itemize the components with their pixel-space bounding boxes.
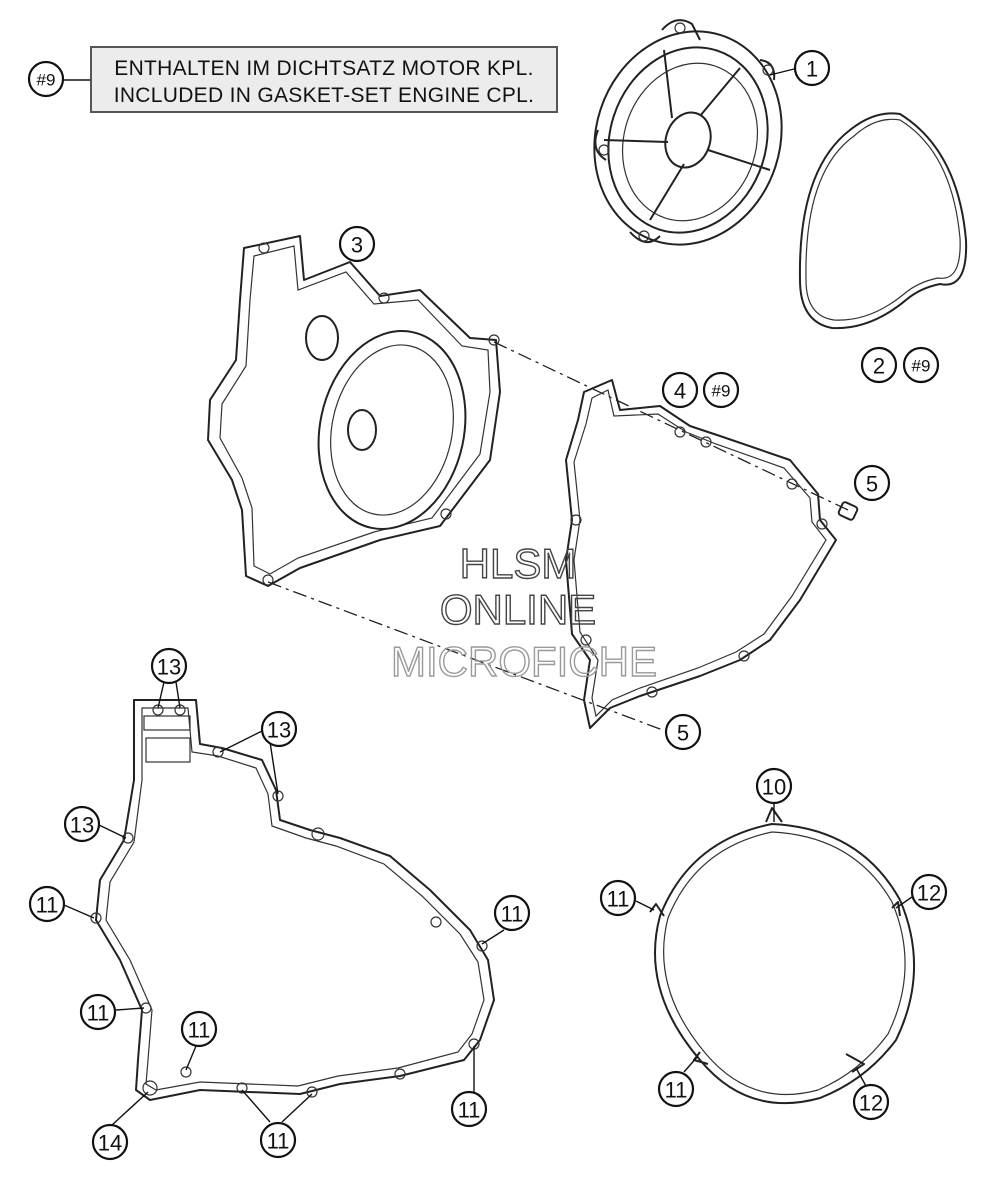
callout-2-ref[interactable]: #9 bbox=[902, 346, 940, 384]
watermark-line1: HLSM bbox=[460, 540, 577, 587]
svg-text:#9: #9 bbox=[912, 357, 931, 376]
svg-text:3: 3 bbox=[351, 233, 363, 258]
callout-5-lower[interactable]: 5 bbox=[664, 713, 702, 751]
svg-text:11: 11 bbox=[87, 1001, 110, 1026]
part-ignition-gasket bbox=[90, 699, 495, 1101]
svg-text:10: 10 bbox=[762, 775, 786, 800]
callout-12-lower[interactable]: 12 bbox=[852, 1083, 890, 1121]
callout-11-b[interactable]: 11 bbox=[493, 894, 531, 932]
callout-13-right[interactable]: 13 bbox=[260, 710, 298, 748]
callout-11-f[interactable]: 11 bbox=[259, 1121, 297, 1159]
callout-1[interactable]: 1 bbox=[793, 49, 831, 87]
svg-text:11: 11 bbox=[36, 893, 59, 918]
svg-text:13: 13 bbox=[267, 718, 291, 743]
watermark-line3: MICROFICHE bbox=[391, 638, 657, 685]
svg-text:4: 4 bbox=[674, 379, 686, 404]
part-5-dowel-upper bbox=[837, 501, 859, 521]
part-1-clutch-cover bbox=[593, 19, 783, 246]
callout-13-top[interactable]: 13 bbox=[150, 647, 188, 685]
svg-text:11: 11 bbox=[458, 1098, 481, 1123]
svg-text:11: 11 bbox=[501, 902, 524, 927]
part-2-cover-gasket bbox=[798, 112, 968, 330]
callout-11-a[interactable]: 11 bbox=[28, 885, 66, 923]
svg-text:5: 5 bbox=[866, 472, 878, 497]
callout-11-h[interactable]: 11 bbox=[657, 1070, 695, 1108]
callout-4[interactable]: 4 bbox=[661, 371, 699, 409]
svg-text:14: 14 bbox=[98, 1131, 122, 1156]
svg-text:11: 11 bbox=[665, 1078, 688, 1103]
callout-14[interactable]: 14 bbox=[91, 1123, 129, 1161]
note-line-english: INCLUDED IN GASKET-SET ENGINE CPL. bbox=[113, 84, 535, 107]
callout-2[interactable]: 2 bbox=[860, 346, 898, 384]
part-round-gasket bbox=[649, 807, 916, 1105]
callout-11-g[interactable]: 11 bbox=[599, 879, 637, 917]
svg-text:12: 12 bbox=[917, 881, 941, 906]
callout-12-upper[interactable]: 12 bbox=[910, 873, 948, 911]
svg-text:13: 13 bbox=[70, 813, 94, 838]
svg-text:11: 11 bbox=[267, 1129, 290, 1154]
part-3-clutch-housing bbox=[207, 235, 501, 587]
svg-text:11: 11 bbox=[607, 887, 630, 912]
gasket-set-note: ENTHALTEN IM DICHTSATZ MOTOR KPL. INCLUD… bbox=[90, 46, 558, 113]
note-line-german: ENTHALTEN IM DICHTSATZ MOTOR KPL. bbox=[114, 57, 534, 80]
callout-11-c[interactable]: 11 bbox=[79, 993, 117, 1031]
svg-text:#9: #9 bbox=[37, 71, 56, 90]
svg-text:2: 2 bbox=[873, 354, 885, 379]
callout-4-ref[interactable]: #9 bbox=[702, 371, 740, 409]
callout-11-e[interactable]: 11 bbox=[450, 1090, 488, 1128]
svg-text:5: 5 bbox=[677, 721, 689, 746]
callout-5-upper[interactable]: 5 bbox=[853, 464, 891, 502]
watermark: HLSM ONLINE MICROFICHE bbox=[390, 539, 657, 685]
svg-text:11: 11 bbox=[188, 1018, 211, 1043]
callout-3[interactable]: 3 bbox=[338, 225, 376, 263]
callout-11-d[interactable]: 11 bbox=[180, 1010, 218, 1048]
svg-text:12: 12 bbox=[859, 1091, 883, 1116]
note-ref-callout[interactable]: #9 bbox=[27, 60, 65, 98]
callout-10[interactable]: 10 bbox=[755, 767, 793, 805]
assembly-lines bbox=[267, 341, 849, 739]
leader-lines bbox=[63, 68, 913, 1126]
svg-text:#9: #9 bbox=[712, 382, 731, 401]
watermark-line2: ONLINE bbox=[440, 586, 596, 633]
svg-text:13: 13 bbox=[157, 655, 181, 680]
callouts: 1 2 #9 3 4 #9 5 5 13 13 13 11 11 11 11 1… bbox=[27, 49, 948, 1161]
svg-text:1: 1 bbox=[806, 57, 818, 82]
part-4-housing-gasket bbox=[565, 379, 837, 729]
callout-13-left[interactable]: 13 bbox=[63, 805, 101, 843]
